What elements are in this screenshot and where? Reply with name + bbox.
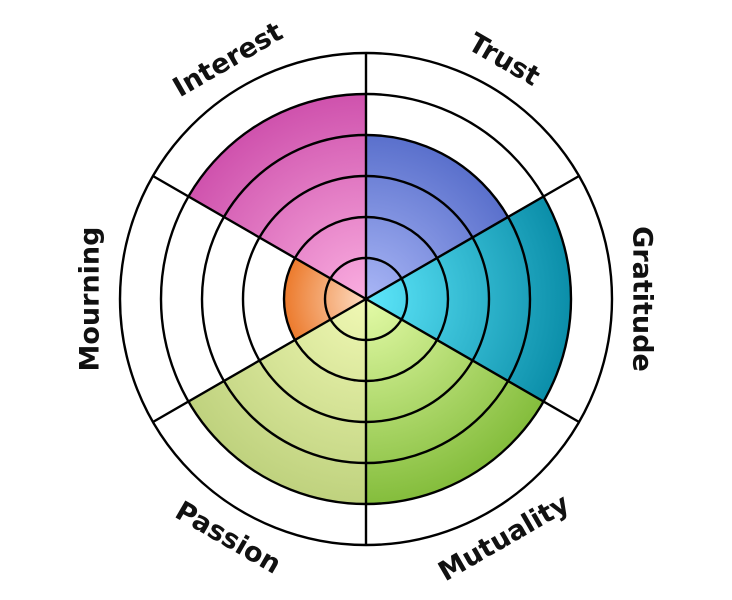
label-trust: Trust [463,27,545,92]
label-gratitude: Gratitude [627,226,658,372]
wedge-gratitude [366,196,572,402]
spoke-lines [152,53,580,545]
label-passion: Passion [170,495,286,580]
wedge-interest [188,94,366,299]
spoke-1 [365,174,580,301]
label-mourning: Mourning [75,227,106,372]
spoke-2 [365,297,580,424]
wedge-mutuality [366,299,544,504]
wedge-passion [188,299,366,504]
label-interest: Interest [168,16,288,103]
spoke-5 [152,174,367,301]
spoke-4 [152,297,367,424]
wedge-trust [366,135,509,299]
